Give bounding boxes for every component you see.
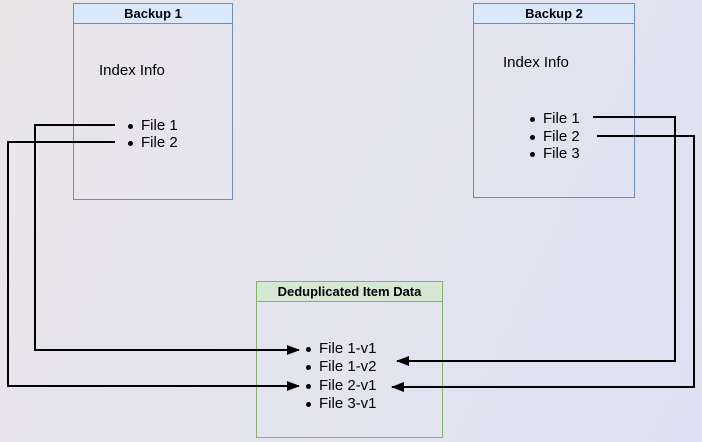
backup2-title: Backup 2 — [525, 6, 583, 21]
backup2-box: Backup 2 Index Info File 1 File 2 File 3 — [473, 3, 635, 198]
dedup-file-2-v1: File 2-v1 — [306, 377, 377, 395]
backup2-header: Backup 2 — [474, 4, 634, 24]
backup1-file-2: File 2 — [128, 134, 178, 151]
dedup-file-3-v1: File 3-v1 — [306, 395, 377, 413]
backup2-index-info-label: Index Info — [503, 54, 569, 71]
backup2-file-list: File 1 File 2 File 3 — [530, 110, 580, 163]
dedup-file-1-v1: File 1-v1 — [306, 340, 377, 358]
backup1-box: Backup 1 Index Info File 1 File 2 — [73, 3, 233, 200]
backup1-header: Backup 1 — [74, 4, 232, 24]
backup1-index-info-label: Index Info — [99, 62, 165, 79]
backup2-file-2: File 2 — [530, 128, 580, 146]
dedup-file-list: File 1-v1 File 1-v2 File 2-v1 File 3-v1 — [306, 340, 377, 413]
backup1-file-list: File 1 File 2 — [128, 117, 178, 151]
backup2-file-3: File 3 — [530, 145, 580, 163]
backup2-file-1: File 1 — [530, 110, 580, 128]
dedup-header: Deduplicated Item Data — [257, 282, 442, 302]
dedup-title: Deduplicated Item Data — [277, 284, 422, 299]
backup1-file-1: File 1 — [128, 117, 178, 134]
dedup-file-1-v2: File 1-v2 — [306, 358, 377, 376]
deduplicated-item-data-box: Deduplicated Item Data File 1-v1 File 1-… — [256, 281, 443, 438]
backup1-title: Backup 1 — [124, 6, 182, 21]
